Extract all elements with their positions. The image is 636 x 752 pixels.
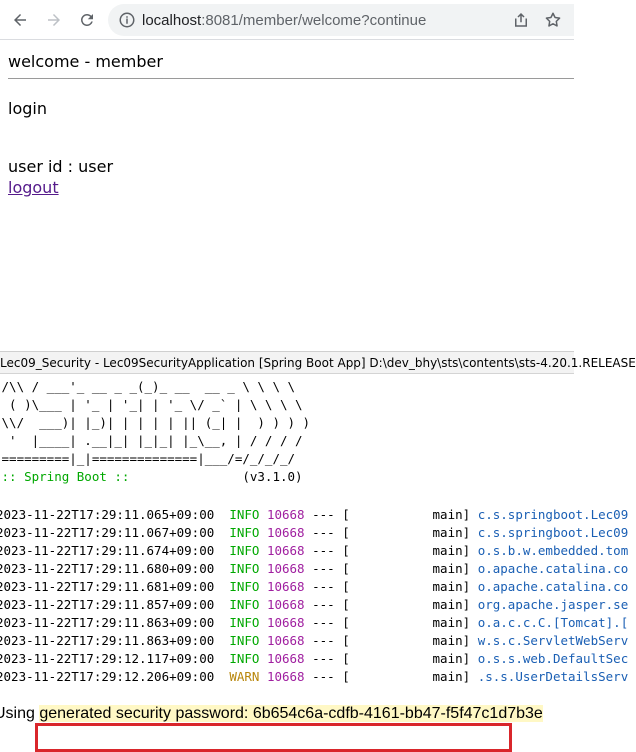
password-label: generated security password: [39,705,253,722]
page-heading: welcome - member [8,52,163,71]
log-level: INFO [229,543,260,558]
banner-line: ( ( )\___ | '_ | '_| | '_ \/ _` | \ \ \ … [0,397,303,412]
log-thread: main [432,633,463,648]
log-row: 2023-11-22T17:29:11.681+09:00 INFO 10668… [0,578,628,596]
log-logger: c.s.springboot.Lec09 [477,525,629,540]
log-timestamp: 2023-11-22T17:29:11.674+09:00 [0,543,215,558]
log-level: INFO [229,615,260,630]
url-path: :8081/member/welcome?continue [201,12,427,29]
login-label: login [8,99,47,118]
forward-arrow-icon [48,14,60,26]
log-pid: 10668 [266,579,305,594]
log-pid: 10668 [266,633,305,648]
log-logger: o.s.s.web.DefaultSec [477,651,629,666]
log-timestamp: 2023-11-22T17:29:11.863+09:00 [0,615,215,630]
address-bar[interactable]: localhost:8081/member/welcome?continue [108,4,574,36]
log-row: 2023-11-22T17:29:11.863+09:00 INFO 10668… [0,632,628,650]
password-prefix: Using [0,705,35,722]
browser-toolbar: localhost:8081/member/welcome?continue [0,0,574,40]
log-thread: main [432,597,463,612]
log-pid: 10668 [266,525,305,540]
log-timestamp: 2023-11-22T17:29:11.065+09:00 [0,507,215,522]
log-level: INFO [229,561,260,576]
console-output[interactable]: /\\ / ___'_ __ _ _(_)_ __ __ _ \ \ \ \ (… [0,377,628,732]
log-thread: main [432,669,463,684]
logout-link[interactable]: logout [8,178,59,197]
log-thread: main [432,507,463,522]
share-icon[interactable] [512,11,530,29]
url-host: localhost [142,12,202,29]
highlight-box [35,723,512,752]
log-level: INFO [229,633,260,648]
banner-line: \\/ ___)| |_)| | | | | || (_| | ) ) ) ) [0,415,311,430]
log-row: 2023-11-22T17:29:11.065+09:00 INFO 10668… [0,506,628,524]
log-pid: 10668 [266,597,305,612]
spring-boot-version: (v3.1.0) [137,469,303,484]
log-pid: 10668 [266,561,305,576]
log-thread: main [432,543,463,558]
log-level: INFO [229,525,260,540]
back-button[interactable] [8,8,32,32]
spring-boot-label: :: Spring Boot :: [0,469,137,484]
back-arrow-icon [14,14,26,26]
log-timestamp: 2023-11-22T17:29:11.857+09:00 [0,597,215,612]
log-row: 2023-11-22T17:29:11.067+09:00 INFO 10668… [0,524,628,542]
log-timestamp: 2023-11-22T17:29:11.863+09:00 [0,633,215,648]
log-row: 2023-11-22T17:29:11.863+09:00 INFO 10668… [0,614,628,632]
reload-icon [80,13,93,26]
log-pid: 10668 [266,615,305,630]
log-timestamp: 2023-11-22T17:29:12.117+09:00 [0,651,215,666]
log-logger: o.s.b.w.embedded.tom [477,543,629,558]
banner-line: ' |____| .__|_| |_|_| |_\__, | / / / / [0,433,303,448]
log-timestamp: 2023-11-22T17:29:11.681+09:00 [0,579,215,594]
log-timestamp: 2023-11-22T17:29:11.067+09:00 [0,525,215,540]
password-value[interactable]: 6b654c6a-cdfb-4161-bb47-f5f47c1d7b3e [252,705,543,722]
log-row: 2023-11-22T17:29:12.117+09:00 INFO 10668… [0,650,628,668]
console-panel: Lec09_Security - Lec09SecurityApplicatio… [0,351,636,752]
log-row: 2023-11-22T17:29:11.857+09:00 INFO 10668… [0,596,628,614]
bookmark-star-icon[interactable] [544,11,562,29]
log-logger: .s.s.UserDetailsServ [477,669,629,684]
forward-button[interactable] [42,8,66,32]
log-timestamp: 2023-11-22T17:29:12.206+09:00 [0,669,215,684]
banner-line: =========|_|==============|___/=/_/_/_/ [0,451,296,466]
spring-boot-line: :: Spring Boot :: (v3.1.0) [0,469,303,485]
log-logger: org.apache.jasper.se [477,597,629,612]
log-logger: o.apache.catalina.co [477,561,629,576]
url-text: localhost:8081/member/welcome?continue [142,12,426,29]
log-thread: main [432,525,463,540]
log-timestamp: 2023-11-22T17:29:11.680+09:00 [0,561,215,576]
console-title: Lec09_Security - Lec09SecurityApplicatio… [0,352,636,374]
log-level: INFO [229,597,260,612]
log-logger: c.s.springboot.Lec09 [477,507,629,522]
log-row: 2023-11-22T17:29:12.206+09:00 WARN 10668… [0,668,628,686]
log-level: INFO [229,579,260,594]
log-level: WARN [229,669,260,684]
log-thread: main [432,651,463,666]
user-id-text: user id : user [8,157,114,176]
page-content: welcome - member login user id : user lo… [0,41,574,351]
heading-divider [8,78,574,79]
log-pid: 10668 [266,507,305,522]
log-level: INFO [229,651,260,666]
password-line-text: Using generated security password: 6b654… [0,705,543,723]
log-pid: 10668 [266,669,305,684]
log-thread: main [432,579,463,594]
log-logger: o.apache.catalina.co [477,579,629,594]
banner-line: /\\ / ___'_ __ _ _(_)_ __ __ _ \ \ \ \ [0,379,296,394]
log-thread: main [432,615,463,630]
log-row: 2023-11-22T17:29:11.674+09:00 INFO 10668… [0,542,628,560]
info-icon[interactable] [118,11,136,29]
log-level: INFO [229,507,260,522]
log-logger: o.a.c.c.C.[Tomcat].[ [477,615,629,630]
log-logger: w.s.c.ServletWebServ [477,633,629,648]
log-row: 2023-11-22T17:29:11.680+09:00 INFO 10668… [0,560,628,578]
log-thread: main [432,561,463,576]
log-pid: 10668 [266,543,305,558]
log-pid: 10668 [266,651,305,666]
reload-button[interactable] [75,8,99,32]
